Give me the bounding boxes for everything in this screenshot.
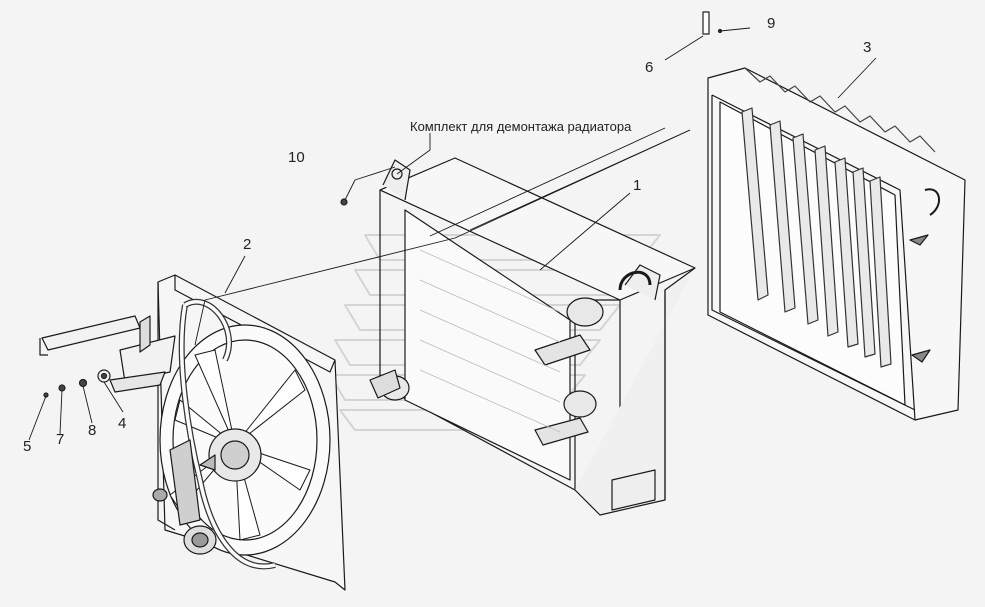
callout-1: 1 <box>633 177 642 194</box>
callout-8: 8 <box>88 422 97 439</box>
callout-6: 6 <box>645 59 654 76</box>
callout-2: 2 <box>243 236 252 253</box>
callout-5: 5 <box>23 438 32 455</box>
callout-10: 10 <box>288 149 305 166</box>
callout-4: 4 <box>118 415 127 432</box>
callout-3: 3 <box>863 39 872 56</box>
kit-label: Комплект для демонтажа радиатора <box>410 119 632 134</box>
radiator-assembly <box>369 157 696 516</box>
leader-lines <box>28 27 877 441</box>
fan-shroud-assembly <box>152 274 346 591</box>
callout-9: 9 <box>767 15 776 32</box>
callout-7: 7 <box>56 431 65 448</box>
fasteners <box>43 11 723 398</box>
grille-frame <box>707 67 966 421</box>
support-pipe <box>39 315 176 393</box>
